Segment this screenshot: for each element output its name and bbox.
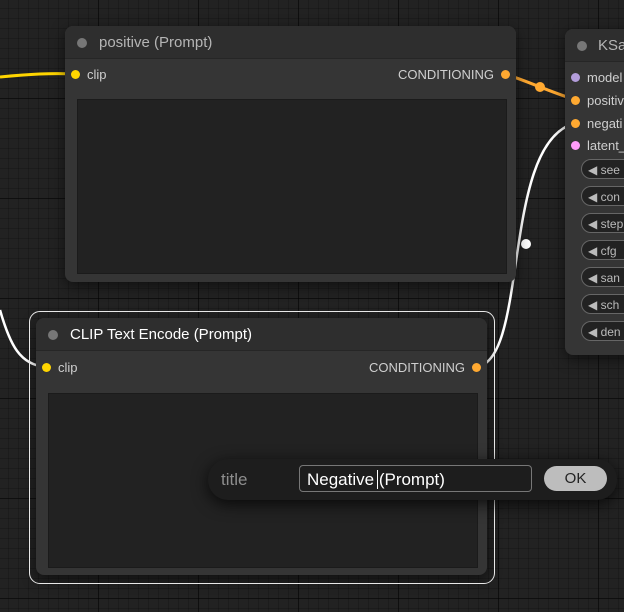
collapse-dot-icon[interactable]: [48, 330, 58, 340]
clip-input-slot-icon[interactable]: [71, 70, 80, 79]
node-title: positive (Prompt): [99, 34, 213, 51]
ok-button[interactable]: OK: [544, 466, 607, 491]
title-input-value: Negative (Prompt): [307, 470, 445, 489]
model-input-label: model: [587, 70, 623, 85]
positive-prompt-node[interactable]: positive (Prompt) clip CONDITIONING: [65, 26, 516, 282]
collapse-dot-icon[interactable]: [577, 41, 587, 51]
scheduler-widget[interactable]: ◀ sch: [581, 294, 624, 314]
cfg-widget[interactable]: ◀ cfg: [581, 240, 624, 260]
clip-text-encode-node[interactable]: CLIP Text Encode (Prompt) clip CONDITION…: [36, 318, 487, 575]
node-title: CLIP Text Encode (Prompt): [70, 326, 253, 343]
title-input[interactable]: Negative (Prompt): [299, 465, 532, 492]
ksampler-node[interactable]: KSa model positiv negati latent_ ◀ see ◀…: [565, 29, 624, 355]
clip-input-slot-icon[interactable]: [42, 363, 51, 372]
node-title-bar[interactable]: CLIP Text Encode (Prompt): [36, 318, 487, 351]
text-caret: [377, 470, 378, 489]
node-title: KSa: [598, 37, 624, 54]
wire-midpoint-positive: [535, 82, 545, 92]
positive-input-label: positiv: [587, 93, 624, 108]
control-widget[interactable]: ◀ con: [581, 186, 624, 206]
negative-input-label: negati: [587, 116, 623, 131]
seed-widget[interactable]: ◀ see: [581, 159, 624, 179]
conditioning-output-slot-icon[interactable]: [501, 70, 510, 79]
rename-title-dialog: title Negative (Prompt) OK: [208, 459, 617, 500]
clip-input-label: clip: [87, 67, 107, 82]
clip-input-label: clip: [58, 360, 78, 375]
collapse-dot-icon[interactable]: [77, 38, 87, 48]
sampler-widget[interactable]: ◀ san: [581, 267, 624, 287]
negative-input-slot-icon[interactable]: [571, 119, 580, 128]
conditioning-output-slot-icon[interactable]: [472, 363, 481, 372]
title-label: title: [221, 470, 248, 489]
positive-input-slot-icon[interactable]: [571, 96, 580, 105]
wire-midpoint-negative: [521, 239, 531, 249]
steps-widget[interactable]: ◀ step: [581, 213, 624, 233]
conditioning-output-label: CONDITIONING: [397, 67, 494, 82]
latent-input-slot-icon[interactable]: [571, 141, 580, 150]
prompt-textarea[interactable]: [77, 99, 507, 274]
model-input-slot-icon[interactable]: [571, 73, 580, 82]
node-title-bar[interactable]: KSa: [565, 29, 624, 62]
node-title-bar[interactable]: positive (Prompt): [65, 26, 516, 59]
denoise-widget[interactable]: ◀ den: [581, 321, 624, 341]
conditioning-output-label: CONDITIONING: [368, 360, 465, 375]
latent-input-label: latent_: [587, 138, 624, 153]
